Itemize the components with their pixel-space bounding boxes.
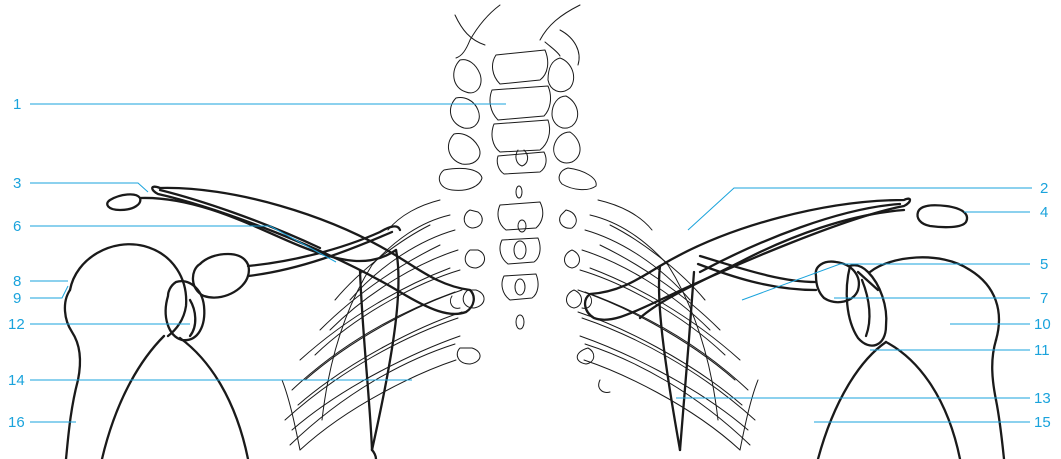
leader-5	[742, 264, 1030, 300]
label-4: 4	[1040, 204, 1048, 221]
leader-3	[30, 183, 148, 192]
label-3: 3	[13, 175, 21, 192]
right-shoulder	[585, 199, 1004, 459]
leader-6	[30, 226, 336, 262]
left-shoulder	[65, 187, 474, 459]
label-5: 5	[1040, 256, 1048, 273]
label-14: 14	[8, 372, 25, 389]
label-13: 13	[1034, 390, 1051, 407]
label-15: 15	[1034, 414, 1051, 431]
label-16: 16	[8, 414, 25, 431]
thorax	[282, 200, 758, 450]
leader-9	[30, 286, 68, 298]
label-1: 1	[13, 96, 21, 113]
label-6: 6	[13, 218, 21, 235]
label-11: 11	[1034, 342, 1050, 359]
label-2: 2	[1040, 180, 1048, 197]
cervical-spine	[439, 5, 596, 198]
label-12: 12	[8, 316, 25, 333]
leader-lines	[30, 104, 1032, 422]
label-9: 9	[13, 290, 21, 307]
label-10: 10	[1034, 316, 1051, 333]
label-7: 7	[1040, 290, 1048, 307]
label-8: 8	[13, 273, 21, 290]
